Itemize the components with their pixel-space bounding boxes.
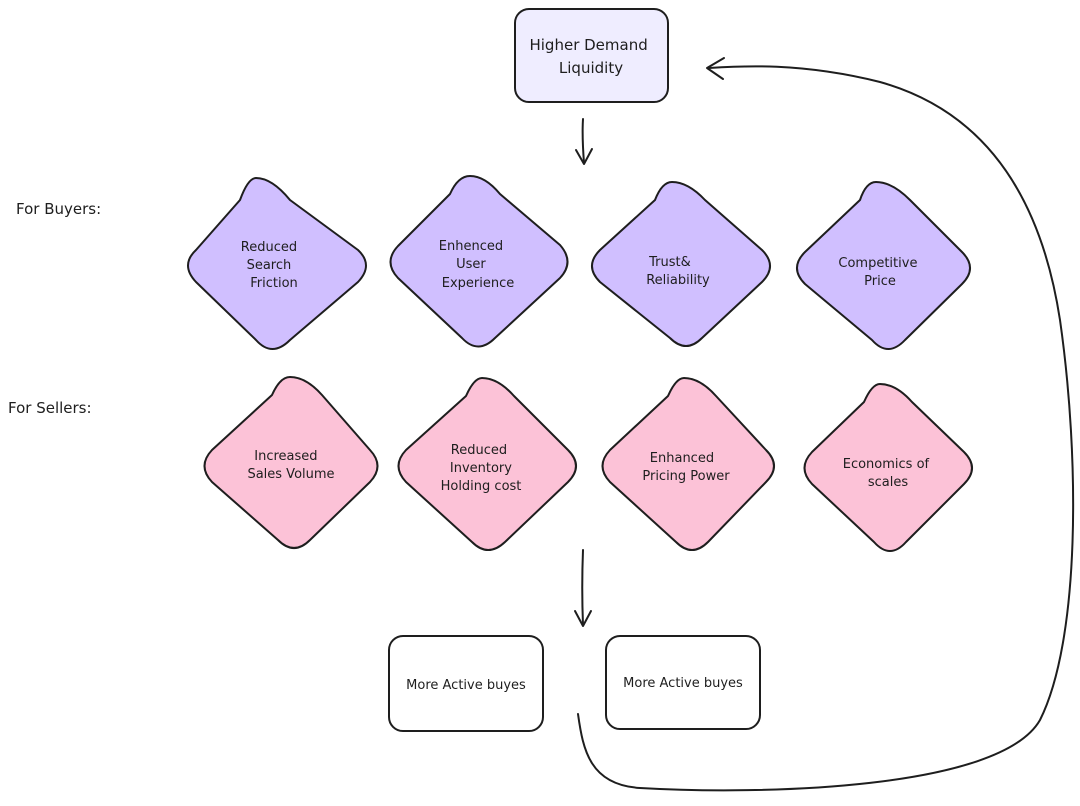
arrow-top-to-buyers — [581, 118, 585, 164]
seller-node-3-line-1: Enhanced — [650, 451, 714, 466]
top-node-line-2: Liquidity — [559, 59, 623, 77]
buyer-node-3-line-2: Reliability — [646, 273, 710, 288]
arrow-sellers-to-bottom — [581, 549, 584, 626]
seller-node-1: Increased Sales Volume — [203, 376, 379, 549]
seller-node-4-line-2: scales — [868, 475, 908, 490]
seller-node-1-shape — [203, 376, 379, 549]
svg-text:Increased Sales Volume: Increased Sales Volume — [247, 449, 334, 482]
buyer-node-1-line-3: Friction — [250, 276, 298, 291]
arrow-sellers-to-bottom-head — [574, 610, 592, 627]
feedback-loop-arrow-head — [706, 57, 725, 80]
svg-text:Trust& Reliability: Trust& Reliability — [646, 255, 710, 288]
buyer-node-1-line-2: Search — [247, 258, 292, 273]
buyer-node-4-shape — [796, 181, 971, 350]
svg-text:Competitive Price: Competitive Price — [838, 256, 921, 289]
seller-node-2-line-2: Inventory — [450, 461, 512, 476]
seller-node-2-line-3: Holding cost — [441, 479, 522, 494]
seller-node-2-line-1: Reduced — [451, 443, 507, 458]
buyer-node-2: Enhenced User Experience — [389, 175, 569, 348]
buyer-node-1: Reduced Search Friction — [187, 177, 367, 350]
seller-node-2-shape — [397, 377, 577, 551]
bottom-node-2-box — [605, 635, 761, 730]
seller-node-2: Reduced Inventory Holding cost — [397, 377, 577, 551]
seller-node-1-line-2: Sales Volume — [247, 467, 334, 482]
bottom-node-1: More Active buyes — [388, 635, 544, 732]
top-node-box — [514, 8, 669, 103]
bottom-node-1-label: More Active buyes — [406, 678, 526, 693]
buyer-node-2-line-2: User — [456, 257, 486, 272]
seller-node-3-shape — [601, 377, 775, 551]
bottom-node-2: More Active buyes — [605, 635, 761, 730]
svg-text:Reduced Inventory: Reduced Inventory Holding cost — [441, 443, 522, 494]
buyer-node-3-line-1: Trust& — [648, 255, 691, 270]
arrow-top-to-buyers-head — [575, 148, 593, 165]
seller-node-4-line-1: Economics of — [843, 457, 930, 472]
row-label-buyers: For Buyers: — [16, 200, 101, 218]
bottom-node-1-box — [388, 635, 544, 732]
svg-text:Higher Demand Liquidity: Higher Demand Liquidity — [529, 36, 652, 77]
top-node-line-1: Higher Demand — [529, 36, 647, 54]
seller-node-4-shape — [803, 383, 973, 552]
buyer-node-2-shape — [389, 175, 569, 348]
feedback-loop-arrow — [577, 65, 1075, 792]
buyer-node-3: Trust& Reliability — [591, 181, 771, 347]
buyer-node-2-line-3: Experience — [442, 276, 515, 291]
buyer-node-4-line-1: Competitive — [838, 256, 917, 271]
buyer-node-2-line-1: Enhenced — [439, 239, 503, 254]
seller-node-3-line-2: Pricing Power — [642, 469, 730, 484]
seller-node-1-line-1: Increased — [254, 449, 317, 464]
buyer-node-3-shape — [591, 181, 771, 347]
buyer-node-4: Competitive Price — [796, 181, 971, 350]
buyer-node-1-line-1: Reduced — [241, 240, 297, 255]
seller-node-4: Economics of scales — [803, 383, 973, 552]
svg-text:Enhenced User Expe: Enhenced User Experience — [439, 239, 514, 291]
svg-text:Economics of scales: Economics of scales — [843, 457, 934, 490]
row-label-sellers: For Sellers: — [8, 399, 92, 417]
bottom-node-2-label: More Active buyes — [623, 676, 743, 691]
top-node: Higher Demand Liquidity — [514, 8, 669, 103]
svg-text:Reduced Search Fri: Reduced Search Friction — [241, 240, 301, 291]
seller-node-3: Enhanced Pricing Power — [601, 377, 775, 551]
svg-text:Enhanced Pricing Power: Enhanced Pricing Power — [642, 451, 730, 484]
buyer-node-4-line-2: Price — [864, 274, 896, 289]
buyer-node-1-shape — [187, 177, 367, 350]
